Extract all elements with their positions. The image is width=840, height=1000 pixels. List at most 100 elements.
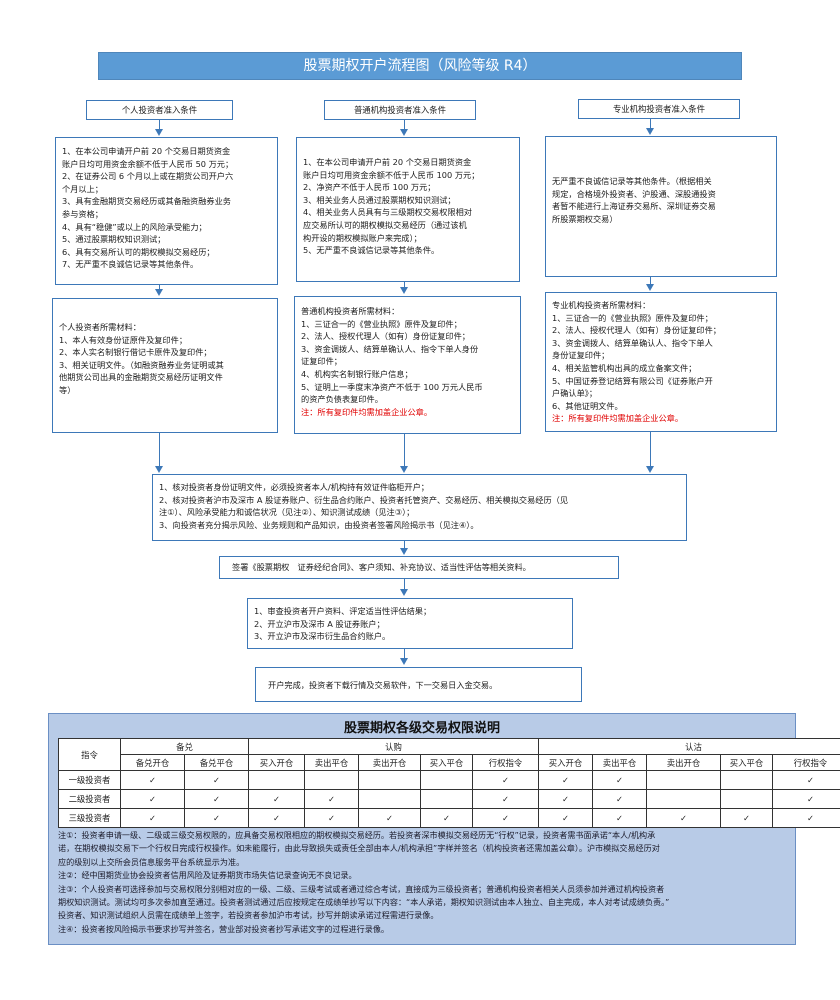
arrow-down-icon (400, 129, 408, 136)
arrow-down-icon (155, 466, 163, 473)
check-icon: ✓ (720, 808, 774, 828)
footnote-line: 注①：投资者申请一级、二级或三级交易权限的，应具备交易权限相应的期权模拟交易经历… (58, 830, 656, 840)
column-header: 买入开仓 (248, 754, 305, 771)
footnote-line: 诺，在期权模拟交易下一个行权日完成行权操作。如未能履行，由此导致损失或责任全部由… (58, 843, 660, 854)
professional-conditions: 无严重不良诚信记录等其他条件。（根据相关规定，合格境外投资者、沪股通、深股通投资… (552, 175, 770, 225)
arrow-down-icon (400, 658, 408, 665)
text-line: 3、资金调拨人、结算单确认人、指令下单人身份 (301, 343, 479, 354)
general-materials-box: 普通机构投资者所需材料： 1、三证合一的《营业执照》原件及复印件； 2、法人、授权代… (294, 296, 521, 434)
text-line: 3、资金调拨人、结算单确认人、指令下单人 (552, 337, 713, 348)
general-institution-header: 普通机构投资者准入条件 (324, 100, 476, 120)
empty-cell (248, 770, 305, 790)
arrow-down-icon (400, 589, 408, 596)
step-verify-box: 1、核对投资者身份证明文件，必须投资者本人/机构持有效证件临柜开户；2、核对投资… (152, 474, 687, 541)
step-sign-lines: 签署《股票期权 证券经纪合同》、客户须知、补充协议、适当性评估等相关资料。 (232, 561, 612, 574)
text-line: 2、核对投资者沪市及深市 A 股证券账户、衍生品合约账户、投资者托管资产、交易经… (159, 494, 569, 505)
professional-materials-note: 注：所有复印件均需加盖企业公章。 (552, 413, 684, 424)
text-line: 所股票期权交易） (552, 213, 618, 224)
professional-institution-header: 专业机构投资者准入条件 (578, 99, 740, 119)
check-icon: ✓ (184, 770, 249, 790)
check-icon: ✓ (772, 770, 840, 790)
text-line: 3、具有金融期货交易经历或其备融资融券业务 (62, 196, 231, 207)
footnote-line: 期权知识测试。测试均可多次参加直至通过。投资者测试通过后应按规定在成绩单抄写以下… (58, 897, 670, 908)
table-row: 二级投资者✓✓✓✓✓✓✓✓ (58, 789, 840, 809)
text-line: 4、机构实名制银行账户信息； (301, 368, 413, 379)
connector-line (159, 433, 160, 468)
investor-level: 一级投资者 (58, 770, 121, 790)
individual-conditions: 1、在本公司申请开户前 20 个交易日期货资金账户日均可用资金余额不低于人民币 … (62, 145, 271, 271)
text-line: 3、相关业务人员通过股票期权知识测试； (303, 194, 456, 205)
footnote-line: 投资者、知识测试组织人员需在成绩单上签字，若投资者参加沪市考试，抄写并朗读承诺过… (58, 910, 439, 921)
general-materials: 普通机构投资者所需材料： 1、三证合一的《营业执照》原件及复印件； 2、法人、授权代… (301, 305, 514, 406)
footnote-line: 应的级别以上交所会员信息服务平台系统显示为准。 (58, 856, 245, 867)
connector-line (650, 432, 651, 468)
group-header: 认沽 (538, 738, 840, 755)
permissions-title: 股票期权各级交易权限说明 (343, 721, 500, 736)
text-line: 个月以上； (62, 183, 103, 194)
text-line: 规定，合格境外投资者、沪股通、深股通投资 (552, 188, 716, 199)
individual-header-label: 个人投资者准入条件 (121, 105, 198, 115)
check-icon: ✓ (471, 789, 540, 809)
check-icon: ✓ (772, 808, 840, 828)
arrow-down-icon (155, 289, 163, 296)
table-row: 一级投资者✓✓✓✓✓✓ (58, 770, 840, 790)
text-line: 4、相关业务人员具有与三级期权交易权限相对 (303, 207, 472, 218)
text-line: 1、三证合一的《营业执照》原件及复印件； (301, 318, 462, 329)
text-line: 等） (59, 384, 76, 395)
text-line: 账户日均可用资金余额不低于人民币 50 万元； (62, 158, 234, 169)
check-icon: ✓ (304, 789, 359, 809)
investor-level: 三级投资者 (58, 808, 121, 828)
professional-conditions-box: 无严重不良诚信记录等其他条件。（根据相关规定，合格境外投资者、沪股通、深股通投资… (545, 136, 777, 277)
permissions-table: 指令备兑认购认沽备兑开仓备兑平仓买入开仓卖出平仓卖出开仓买入平仓行权指令买入开仓… (58, 738, 840, 828)
connector-line (404, 282, 405, 289)
individual-materials: 个人投资者所需材料：1、本人有效身份证原件及复印件；2、本人实名制银行借记卡原件… (59, 321, 271, 397)
text-line: 1、三证合一的《营业执照》原件及复印件； (552, 312, 713, 323)
check-icon: ✓ (538, 789, 594, 809)
step-review-lines: 1、审查投资者开户资料、评定适当性评估结果；2、开立沪市及深市 A 股证券账户；… (254, 605, 566, 643)
check-icon: ✓ (538, 770, 594, 790)
column-header: 卖出平仓 (592, 754, 648, 771)
page-title: 股票期权开户流程图（风险等级 R4） (98, 52, 742, 80)
column-header: 买入平仓 (420, 754, 473, 771)
empty-cell (646, 770, 722, 790)
step-review-box: 1、审查投资者开户资料、评定适当性评估结果；2、开立沪市及深市 A 股证券账户；… (247, 598, 573, 649)
column-header: 买入平仓 (720, 754, 774, 771)
text-line: 2、法人、授权代理人（如有）身份证复印件； (301, 331, 470, 342)
column-header: 备兑开仓 (120, 754, 185, 771)
text-line: 3、开立沪市及深市衍生品合约账户。 (254, 631, 391, 642)
connector-line (404, 541, 405, 549)
check-icon: ✓ (184, 808, 249, 828)
arrow-down-icon (155, 129, 163, 136)
general-conditions: 1、在本公司申请开户前 20 个交易日期货资金账户日均可用资金余额不低于人民币 … (303, 156, 513, 257)
text-line: 6、具有交易所认可的期权模拟交易经历； (62, 246, 215, 257)
check-icon: ✓ (772, 789, 840, 809)
text-line: 开户完成，投资者下载行情及交易软件，下一交易日入金交易。 (268, 680, 498, 690)
text-line: 3、向投资者充分揭示风险、业务规则和产品知识，由投资者签署风险揭示书（见注④）。 (159, 519, 479, 530)
footnote-line: 注③：个人投资者可选择参加与交易权限分别相对应的一级、二级、三级考试或者通过综合… (58, 883, 665, 894)
text-line: 账户日均可用资金余额不低于人民币 100 万元； (303, 169, 480, 180)
check-icon: ✓ (120, 770, 185, 790)
connector-line (159, 120, 160, 130)
connector-line (404, 579, 405, 590)
text-line: 个人投资者所需材料： (59, 322, 141, 332)
check-icon: ✓ (592, 808, 648, 828)
connector-line (404, 434, 405, 468)
investor-level: 二级投资者 (58, 789, 121, 809)
step-verify-lines: 1、核对投资者身份证明文件，必须投资者本人/机构持有效证件临柜开户；2、核对投资… (159, 481, 680, 531)
professional-materials: 专业机构投资者所需材料：1、三证合一的《营业执照》原件及复印件；2、法人、授权代… (552, 299, 770, 412)
text-line: 2、开立沪市及深市 A 股证券账户； (254, 618, 385, 629)
text-line: 4、具有“稳健”或以上的风险承受能力； (62, 221, 207, 232)
column-header: 行权指令 (471, 754, 540, 771)
text-line: 专业机构投资者所需材料： (552, 300, 651, 310)
empty-cell (646, 789, 722, 809)
general-header-label: 普通机构投资者准入条件 (353, 105, 447, 115)
instruction-header: 指令 (58, 738, 121, 771)
professional-materials-box: 专业机构投资者所需材料：1、三证合一的《营业执照》原件及复印件；2、法人、授权代… (545, 292, 777, 432)
column-header: 备兑平仓 (184, 754, 249, 771)
text-line: 无严重不良诚信记录等其他条件。（根据相关 (552, 176, 712, 186)
text-line: 3、相关证明文件。（如融资融券业务证明或其 (59, 359, 224, 370)
text-line: 身份证复印件； (552, 350, 610, 361)
step-complete-box: 开户完成，投资者下载行情及交易软件，下一交易日入金交易。 (255, 667, 582, 702)
text-line: 普通机构投资者所需材料： (301, 306, 400, 316)
column-header: 行权指令 (772, 754, 840, 771)
